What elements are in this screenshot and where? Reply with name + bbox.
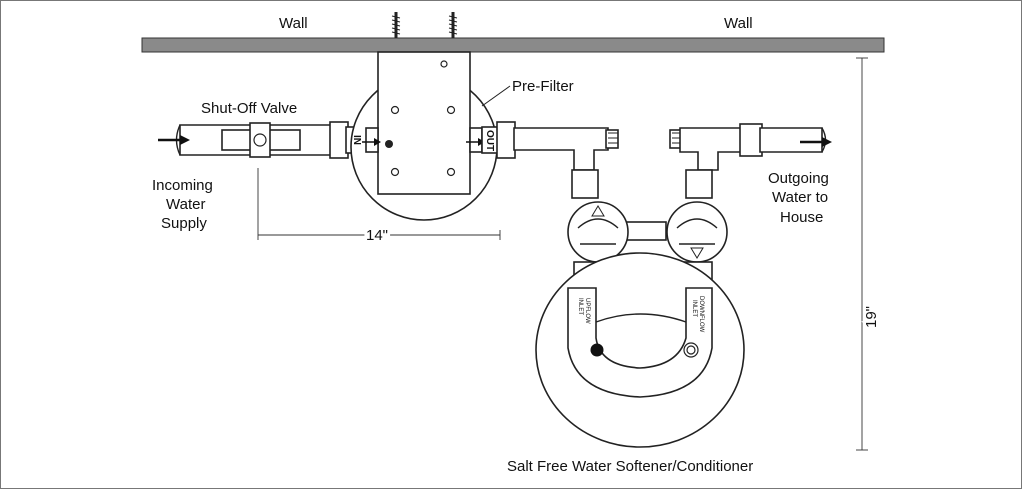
label-softener: Salt Free Water Softener/Conditioner (507, 458, 753, 475)
label-wall-left: Wall (279, 15, 308, 32)
connector-pipe (513, 127, 619, 171)
dimension-height (856, 57, 868, 451)
label-dim-height: 19" (863, 306, 880, 328)
label-out-mark: OUT (484, 130, 495, 151)
label-pre-filter: Pre-Filter (512, 78, 574, 95)
wall-bar (141, 37, 885, 53)
outgoing-pipe (669, 123, 832, 171)
pre-filter (350, 51, 498, 221)
dimension-width (257, 168, 501, 240)
label-dim-width: 14" (366, 227, 388, 244)
softener-tank (535, 252, 745, 448)
mounting-screws (391, 12, 458, 38)
label-upflow-1: UPFLOW (584, 298, 590, 324)
label-in-mark: IN (351, 135, 362, 145)
label-downflow-2: INLET (691, 300, 697, 317)
label-incoming-1: Incoming (152, 177, 213, 194)
label-upflow-2: INLET (577, 298, 583, 315)
shut-off-valve (221, 122, 301, 158)
label-incoming-3: Supply (161, 215, 207, 232)
label-shut-off-valve: Shut-Off Valve (201, 100, 297, 117)
label-downflow-1: DOWNFLOW (698, 296, 704, 333)
label-outgoing-2: Water to (772, 189, 828, 206)
label-outgoing-3: House (780, 209, 823, 226)
label-incoming-2: Water (166, 196, 205, 213)
label-wall-right: Wall (724, 15, 753, 32)
label-outgoing-1: Outgoing (768, 170, 829, 187)
